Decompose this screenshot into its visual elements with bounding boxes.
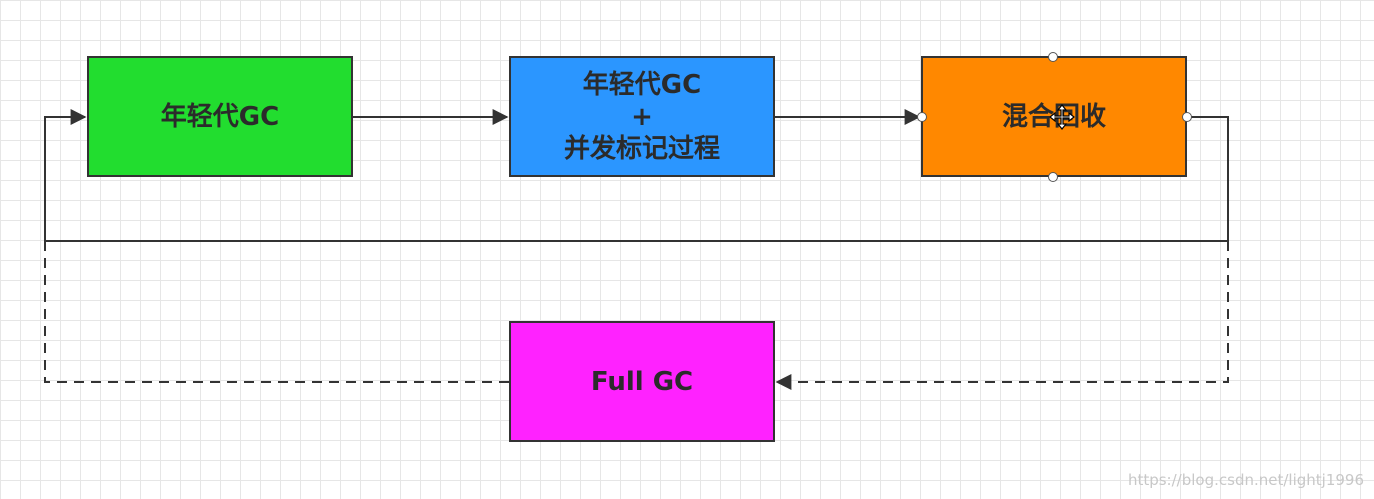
loop-mixed-to-young[interactable] <box>44 109 1229 242</box>
full-gc-label: Full GC <box>590 366 694 397</box>
move-cursor-icon <box>1049 104 1075 130</box>
young-gc-line-1: 年轻代GC <box>582 69 702 100</box>
resize-handle-bottom[interactable] <box>1048 172 1058 182</box>
resize-handle-right[interactable] <box>1182 112 1192 122</box>
plus-sign: + <box>631 101 653 132</box>
concurrent-mark-line: 并发标记过程 <box>563 133 720 164</box>
resize-handle-left[interactable] <box>917 112 927 122</box>
watermark-url: https://blog.csdn.net/lightj1996 <box>1127 471 1364 489</box>
young-gc-concurrent-mark-node[interactable]: 年轻代GC + 并发标记过程 <box>509 56 775 177</box>
young-gc-label: 年轻代GC <box>160 101 280 132</box>
full-gc-node[interactable]: Full GC <box>509 321 775 442</box>
dashed-arrow-to-full-gc[interactable] <box>775 241 1229 390</box>
resize-handle-top[interactable] <box>1048 52 1058 62</box>
dashed-line-full-gc-to-young[interactable] <box>44 241 509 383</box>
young-gc-node[interactable]: 年轻代GC <box>87 56 353 177</box>
